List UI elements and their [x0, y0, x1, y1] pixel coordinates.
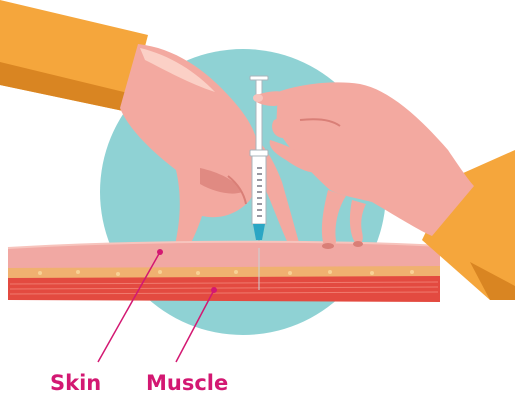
- skin-leader-dot: [157, 249, 163, 255]
- muscle-leader-dot: [211, 287, 217, 293]
- tissue-layers: [8, 242, 440, 302]
- skin-layer: [8, 242, 440, 270]
- muscle-label: Muscle: [146, 370, 228, 396]
- skin-label: Skin: [50, 370, 101, 396]
